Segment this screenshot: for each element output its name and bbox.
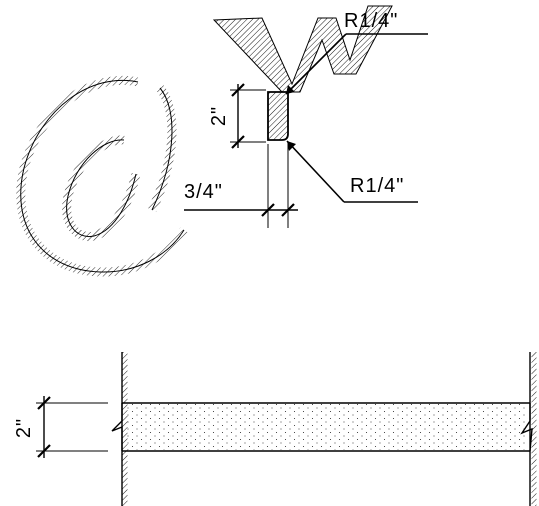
hatched-section xyxy=(267,91,289,141)
left-break-mark xyxy=(111,403,123,451)
width-dimension xyxy=(184,144,298,228)
height-label: 2" xyxy=(208,106,230,126)
lower-radius-leader xyxy=(286,140,418,203)
upper-radius-label: R1/4" xyxy=(344,10,398,32)
slab-height-label: 2" xyxy=(13,418,35,438)
slab-detail: 2" xyxy=(13,352,537,506)
right-wall xyxy=(529,352,537,506)
width-label: 3/4" xyxy=(184,181,223,203)
upper-radius-leader xyxy=(285,33,428,95)
section-detail: 2" 3/4" R1/4" R1/4" xyxy=(184,10,428,228)
slab-fill xyxy=(124,404,528,450)
lower-radius-label: R1/4" xyxy=(350,175,404,197)
watermark-w-letter xyxy=(212,5,393,93)
watermark-at-symbol xyxy=(16,75,188,277)
slab-height-dimension xyxy=(36,396,108,458)
right-break-mark xyxy=(520,403,533,452)
height-dimension xyxy=(230,83,266,149)
watermark xyxy=(16,5,393,277)
